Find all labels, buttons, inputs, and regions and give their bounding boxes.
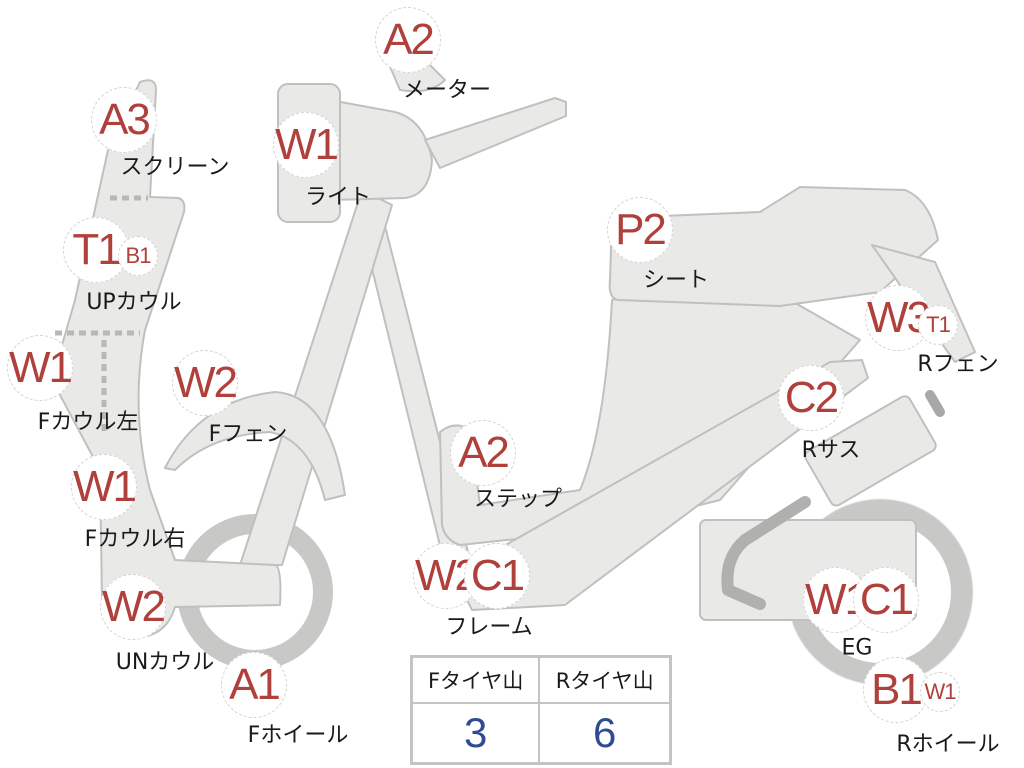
tire-tread-table: Fタイヤ山 Rタイヤ山 3 6 — [410, 655, 672, 765]
grade-badge-eg-2: C1 — [853, 567, 919, 633]
grade-badge-r-fender: W3 — [865, 285, 931, 351]
grade-badge-step: A2 — [450, 420, 516, 486]
floor-shape — [439, 294, 861, 546]
part-label-f-cowl-left: Fカウル左 — [37, 410, 139, 435]
part-label-meter: メーター — [402, 78, 492, 103]
sub-grade-badge-up-cowl: B1 — [118, 236, 158, 276]
grade-badge-light: W1 — [273, 112, 339, 178]
grade-badge-un-cowl: W2 — [100, 574, 166, 640]
part-label-f-fender: Fフェン — [208, 422, 288, 447]
part-label-up-cowl: UPカウル — [86, 290, 182, 315]
grade-badge-screen: A3 — [91, 87, 157, 153]
handlebar-shape — [329, 99, 433, 201]
part-label-r-sus: Rサス — [801, 438, 861, 463]
part-label-r-fender: Rフェン — [917, 352, 999, 377]
front-tire-value: 3 — [410, 702, 541, 765]
sub-grade-badge-r-wheel: W1 — [920, 672, 960, 712]
front-tire-header: Fタイヤ山 — [410, 655, 541, 704]
part-label-f-cowl-right: Fカウル右 — [84, 527, 186, 552]
part-label-frame: フレーム — [445, 615, 533, 640]
seat-shape — [608, 186, 939, 307]
part-label-light: ライト — [304, 185, 372, 210]
part-label-f-wheel: Fホイール — [247, 723, 349, 748]
grade-badge-meter: A2 — [375, 7, 441, 73]
part-label-un-cowl: UNカウル — [115, 650, 215, 675]
sub-grade-badge-r-fender: T1 — [918, 305, 958, 345]
part-label-seat: シート — [642, 268, 710, 293]
grade-badge-f-fender: W2 — [172, 350, 238, 416]
part-label-step: ステップ — [473, 487, 563, 512]
rear-tire-header: Rタイヤ山 — [538, 655, 672, 704]
grade-badge-r-sus: C2 — [778, 365, 844, 431]
grade-badge-seat: P2 — [607, 197, 673, 263]
fork-shape — [239, 189, 393, 566]
muffler-shape — [721, 496, 811, 610]
grade-badge-r-wheel: B1 — [863, 657, 929, 723]
part-label-eg: EG — [841, 635, 873, 661]
rear-suspension-shape — [804, 395, 937, 507]
grade-badge-frame-2: C1 — [464, 543, 530, 609]
grade-badge-f-cowl-left: W1 — [7, 335, 73, 401]
grade-badge-f-wheel: A1 — [221, 652, 287, 718]
grade-badge-f-cowl-right: W1 — [71, 454, 137, 520]
part-label-screen: スクリーン — [120, 155, 230, 180]
part-label-r-wheel: Rホイール — [896, 732, 1000, 757]
rear-tire-value: 6 — [538, 702, 672, 765]
